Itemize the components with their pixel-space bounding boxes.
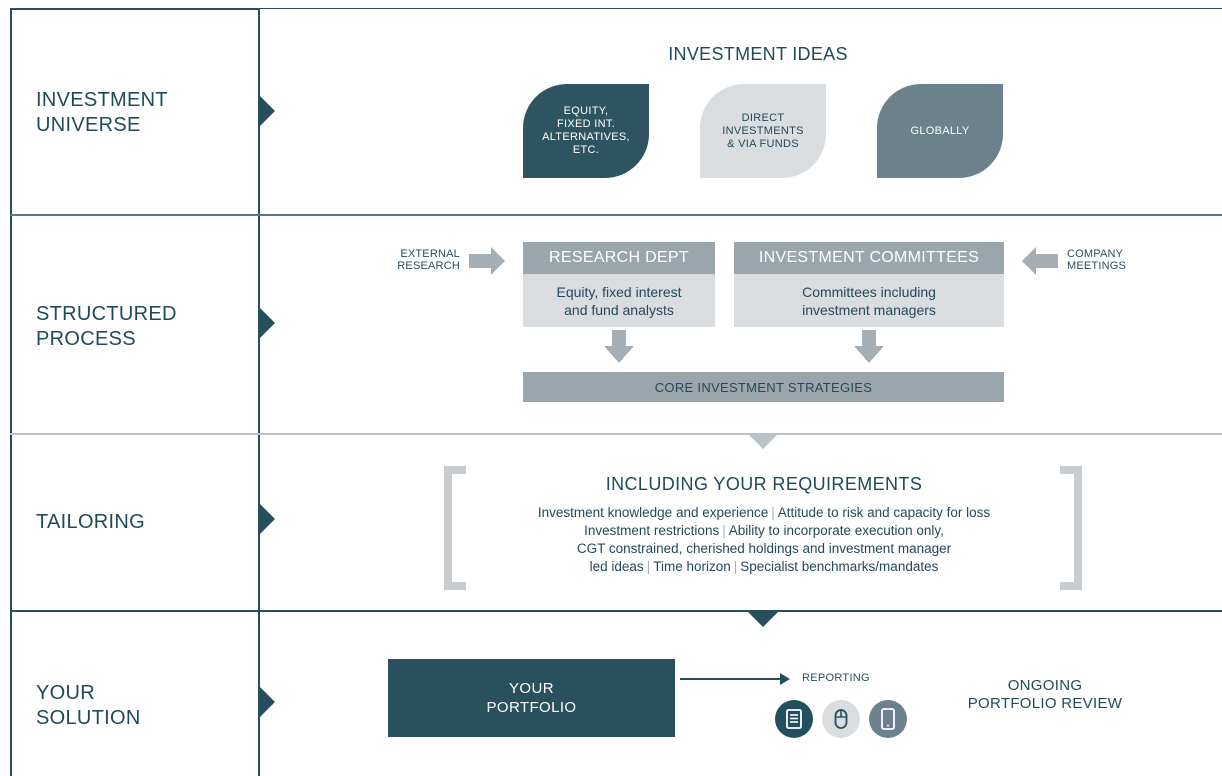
row-arrow-4: [259, 686, 275, 718]
column-divider: [258, 8, 260, 776]
row-label-investment-universe: INVESTMENT UNIVERSE: [36, 89, 168, 136]
tablet-icon: [869, 700, 907, 738]
frame-top-border-right: [258, 8, 1222, 9]
your-portfolio-box: YOUR PORTFOLIO: [388, 659, 675, 737]
investment-committees-header: INVESTMENT COMMITTEES: [734, 242, 1004, 274]
row-arrow-1: [259, 95, 275, 127]
external-research-label: EXTERNAL RESEARCH: [397, 248, 460, 272]
row-label-structured-process: STRUCTURED PROCESS: [36, 303, 177, 350]
arrow-down-icon: [854, 330, 884, 363]
research-dept-body: Equity, fixed interest and fund analysts: [523, 274, 715, 327]
left-bracket: [444, 466, 466, 590]
right-bracket: [1060, 466, 1082, 590]
research-dept-header: RESEARCH DEPT: [523, 242, 715, 274]
requirements-line-1: Investment knowledge and experience|Atti…: [537, 505, 991, 520]
leaf-globally: GLOBALLY: [877, 84, 1003, 178]
leaf-investment-vehicles: DIRECT INVESTMENTS & VIA FUNDS: [700, 84, 826, 178]
row-arrow-3: [259, 503, 275, 535]
row-pointer-down-icon: [748, 612, 778, 627]
reporting-arrow-head: [780, 673, 790, 685]
row-pointer-down-icon: [748, 434, 778, 449]
row-divider-1: [10, 214, 1222, 216]
row-label-tailoring: TAILORING: [36, 511, 146, 533]
arrow-down-icon: [604, 330, 634, 363]
requirements-line-3: CGT constrained, cherished holdings and …: [576, 541, 952, 556]
requirements-line-2: Investment restrictions|Ability to incor…: [584, 523, 944, 538]
row-divider-3: [10, 610, 1222, 612]
mouse-icon: [822, 700, 860, 738]
arrow-right-icon: [469, 247, 505, 275]
frame-top-border: [10, 8, 260, 10]
ongoing-portfolio-review: ONGOING PORTFOLIO REVIEW: [967, 677, 1123, 712]
requirements-line-4: led ideas|Time horizon|Specialist benchm…: [589, 559, 939, 574]
reporting-arrow-line: [680, 678, 782, 680]
investment-committees-body: Committees including investment managers: [734, 274, 1004, 327]
core-investment-strategies: CORE INVESTMENT STRATEGIES: [523, 372, 1004, 402]
frame-left-border: [10, 8, 12, 776]
company-meetings-label: COMPANY MEETINGS: [1067, 248, 1127, 272]
row-arrow-2: [259, 307, 275, 339]
document-icon: [775, 700, 813, 738]
reporting-label: REPORTING: [802, 672, 870, 684]
leaf-asset-classes: EQUITY, FIXED INT. ALTERNATIVES, ETC.: [523, 84, 649, 178]
row-divider-2: [10, 433, 1222, 435]
requirements-title: INCLUDING YOUR REQUIREMENTS: [605, 474, 923, 494]
investment-ideas-title: INVESTMENT IDEAS: [668, 44, 848, 64]
row-label-your-solution: YOUR SOLUTION: [36, 682, 141, 729]
arrow-left-icon: [1022, 247, 1058, 275]
